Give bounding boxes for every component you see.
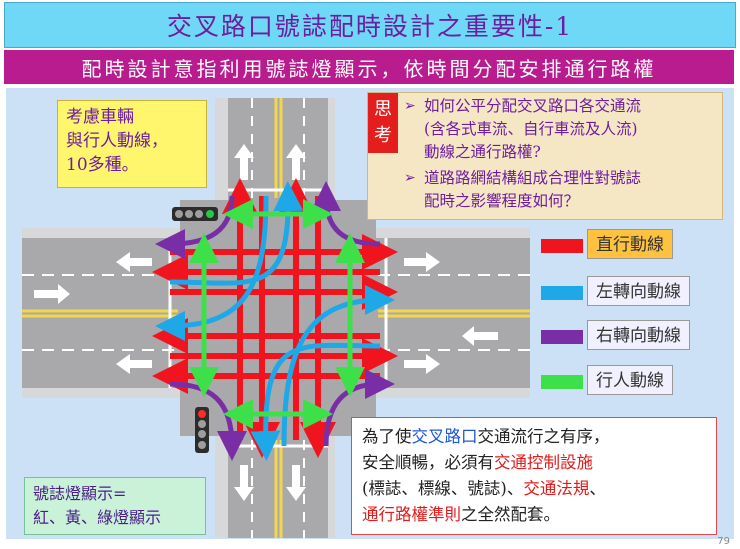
vehicle-note-line: 考慮車輛: [66, 107, 134, 127]
think-label: 思 考: [368, 93, 398, 153]
legend-label: 右轉向動線: [587, 320, 690, 350]
legend-swatch: [541, 375, 583, 389]
think-box: 思 考 ➢ 如何公平分配交叉路口各交通流 (含各式車流、自行車流及人流) 動線之…: [367, 92, 723, 220]
think-item: ➢ 如何公平分配交叉路口各交通流 (含各式車流、自行車流及人流) 動線之通行路權…: [404, 97, 642, 161]
traffic-control-note: 為了使交叉路口交通流行之有序， 安全順暢，必須有交通控制設施 (標誌、標線、號誌…: [351, 417, 717, 535]
traffic-signal-bottom: [195, 407, 209, 453]
legend-swatch: [541, 239, 583, 253]
legend-label: 行人動線: [587, 365, 673, 395]
legend-label: 左轉向動線: [587, 276, 690, 306]
road-arrow-markings: [34, 144, 498, 501]
vehicle-pedestrian-note: 考慮車輛 與行人動線， 10多種。: [57, 100, 207, 188]
think-item: ➢ 道路路網結構組成合理性對號誌 配時之影響程度如何？: [404, 169, 642, 210]
legend-swatch: [541, 330, 583, 344]
vehicle-note-line: 與行人動線，: [66, 131, 168, 151]
page-number: 79: [717, 536, 730, 547]
pedestrian-flows: [189, 199, 365, 429]
page-title: 交叉路口號誌配時設計之重要性-1: [4, 2, 736, 48]
legend-label: 直行動線: [587, 229, 673, 259]
legend-swatch: [541, 286, 583, 300]
vehicle-note-line: 10多種。: [66, 155, 139, 175]
page-subtitle: 配時設計意指利用號誌燈顯示，依時間分配安排通行路權: [4, 50, 734, 84]
arrow-bullet-icon: ➢: [404, 98, 416, 114]
signal-display-note: 號誌燈顯示= 紅、黃、綠燈顯示: [24, 477, 206, 535]
traffic-signal-top: [172, 207, 218, 221]
think-list: ➢ 如何公平分配交叉路口各交通流 (含各式車流、自行車流及人流) 動線之通行路權…: [404, 95, 716, 216]
arrow-bullet-icon: ➢: [404, 170, 416, 186]
